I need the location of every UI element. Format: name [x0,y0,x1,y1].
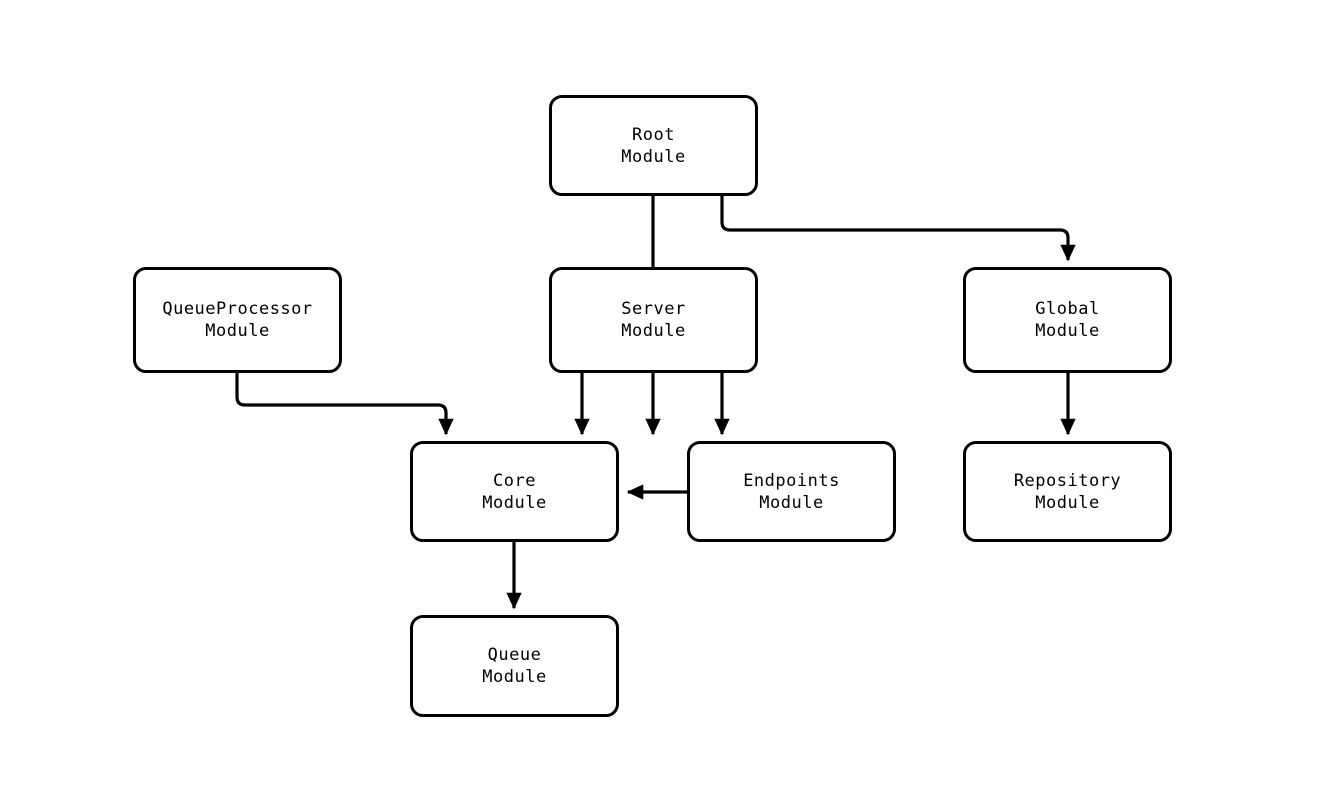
node-repository-module-line1: Repository [1013,470,1122,491]
node-root-module-line1: Root [632,124,675,145]
node-root-module-line2: Module [621,146,686,167]
node-core-module-line2: Module [482,492,547,513]
node-queue-module-line1: Queue [487,645,542,665]
node-repository-module-line2: Module [1035,492,1100,513]
edge-root-to-global [720,196,1076,262]
node-core-module-line1: Core [493,470,536,491]
node-server-module-line1: Server [621,299,686,319]
node-endpoints-module-line2: Module [759,492,824,513]
node-endpoints-module-line1: Endpoints [743,470,840,491]
node-queueprocessor-module-line2: Module [205,321,270,341]
node-global-module-line2: Module [1035,321,1100,341]
node-global-module-line1: Global [1035,299,1100,319]
node-queue-module-line2: Module [482,667,547,687]
edge-queueprocessor-to-core [235,373,454,436]
node-server-module-line2: Module [621,321,686,341]
node-queueprocessor-module-line1: QueueProcessor [162,299,313,319]
